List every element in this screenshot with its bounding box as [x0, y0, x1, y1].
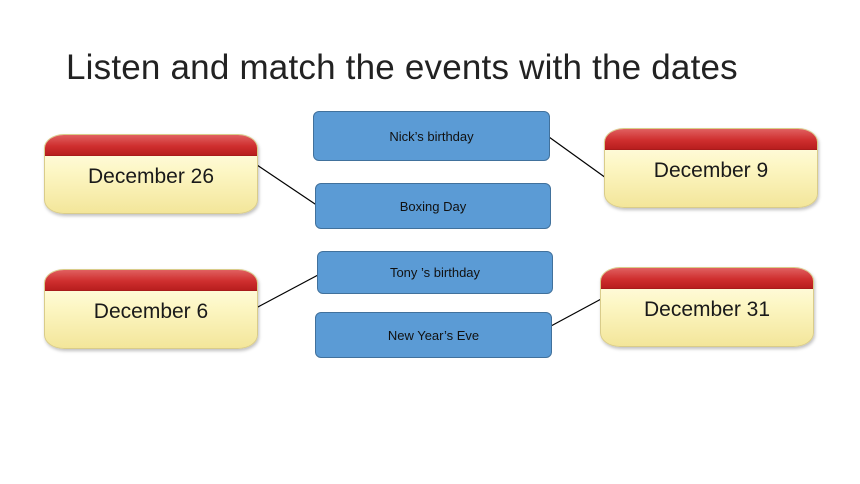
calendar-band: [45, 270, 257, 291]
calendar-date-label: December 6: [93, 300, 209, 323]
calendar-band: [45, 135, 257, 156]
event-box-nicks-birthday[interactable]: Nick’s birthday: [313, 111, 550, 161]
connector-nicks-birthday-dec9: [548, 136, 607, 179]
event-box-tonys-birthday[interactable]: Tony ’s birthday: [317, 251, 553, 294]
calendar-card-dec9: December 9: [604, 128, 818, 208]
calendar-band: [605, 129, 817, 150]
calendar-band: [601, 268, 813, 289]
calendar-card-dec26: December 26: [44, 134, 258, 214]
connector-dec6-tonys-birthday: [255, 274, 319, 309]
calendar-card-dec31: December 31: [600, 267, 814, 347]
event-box-boxing-day[interactable]: Boxing Day: [315, 183, 551, 229]
calendar-date-label: December 26: [87, 165, 215, 188]
connector-new-years-eve-dec31: [550, 297, 604, 327]
slide-title: Listen and match the events with the dat…: [66, 48, 738, 87]
event-box-new-years-eve[interactable]: New Year’s Eve: [315, 312, 552, 358]
calendar-date-label: December 9: [653, 159, 769, 182]
connector-dec26-boxing-day: [256, 164, 319, 207]
calendar-card-dec6: December 6: [44, 269, 258, 349]
calendar-date-label: December 31: [643, 298, 771, 321]
